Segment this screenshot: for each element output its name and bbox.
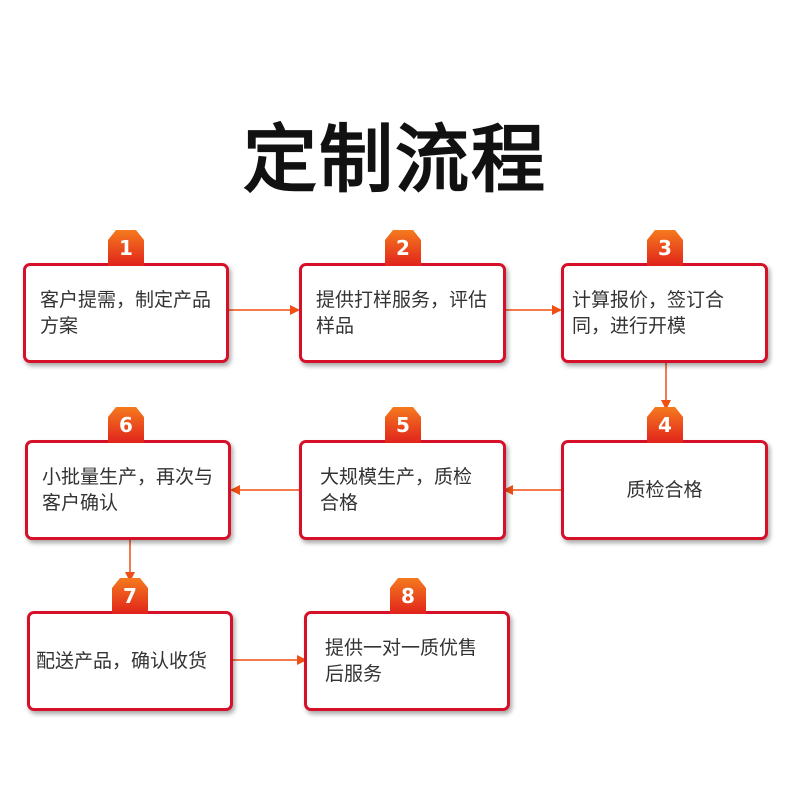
- step-box-6: 小批量生产，再次与客户确认: [25, 440, 231, 540]
- step-box-2: 提供打样服务，评估样品: [299, 263, 506, 363]
- step-text: 大规模生产，质检合格: [320, 466, 473, 514]
- step-badge-1: 1: [106, 228, 146, 268]
- step-text: 客户提需，制定产品方案: [40, 289, 212, 337]
- step-box-5: 大规模生产，质检合格: [299, 440, 506, 540]
- page-title: 定制流程: [243, 117, 547, 203]
- step-number: 4: [658, 413, 672, 437]
- step-badge-6: 6: [106, 405, 146, 445]
- step-text: 提供打样服务，评估样品: [316, 289, 488, 337]
- step-number: 5: [396, 413, 410, 437]
- step-box-4: 质检合格: [561, 440, 768, 540]
- step-badge-7: 7: [110, 576, 150, 616]
- step-text: 提供一对一质优售后服务: [325, 637, 478, 685]
- step-number: 2: [396, 236, 410, 260]
- step-number: 3: [658, 236, 672, 260]
- step-text: 配送产品，确认收货: [36, 650, 208, 672]
- step-box-8: 提供一对一质优售后服务: [304, 611, 510, 711]
- step-text: 质检合格: [626, 479, 703, 501]
- step-box-3: 计算报价，签订合同，进行开模: [561, 263, 768, 363]
- step-number: 7: [123, 584, 137, 608]
- step-number: 1: [119, 236, 133, 260]
- step-number: 8: [401, 584, 415, 608]
- step-text: 计算报价，签订合同，进行开模: [572, 289, 725, 337]
- step-badge-3: 3: [645, 228, 685, 268]
- step-badge-4: 4: [645, 405, 685, 445]
- step-badge-8: 8: [388, 576, 428, 616]
- step-box-7: 配送产品，确认收货: [27, 611, 233, 711]
- step-badge-5: 5: [383, 405, 423, 445]
- step-badge-2: 2: [383, 228, 423, 268]
- step-number: 6: [119, 413, 133, 437]
- step-text: 小批量生产，再次与客户确认: [42, 466, 214, 514]
- step-box-1: 客户提需，制定产品方案: [23, 263, 229, 363]
